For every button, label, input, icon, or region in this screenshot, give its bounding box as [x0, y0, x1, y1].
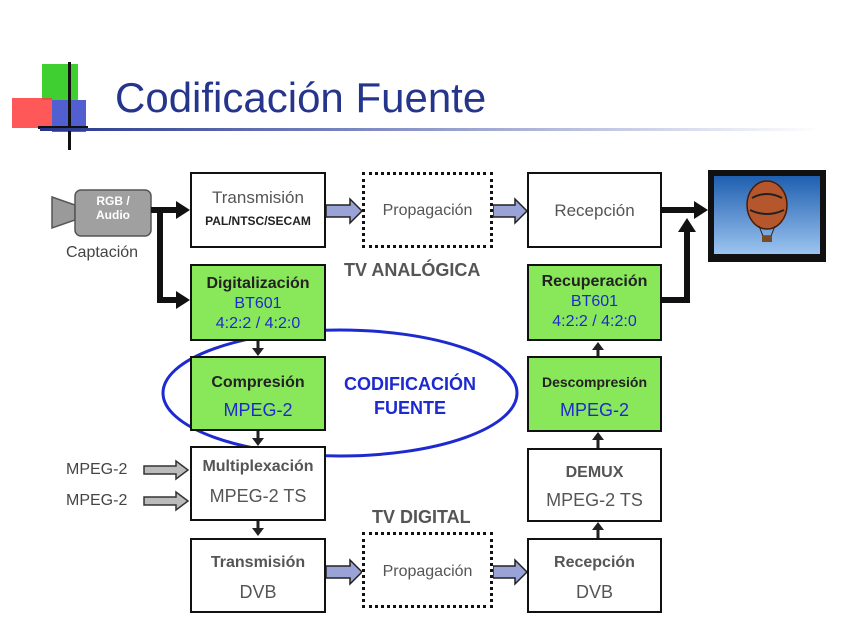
- highlight-line1: CODIFICACIÓN: [344, 374, 476, 394]
- digitalization-box: Digitalización BT601 4:2:2 / 4:2:0: [190, 264, 326, 341]
- digitalization-sampling: 4:2:2 / 4:2:0: [215, 315, 301, 332]
- title-underline: [40, 128, 820, 131]
- digital-tx-standard: DVB: [239, 582, 277, 602]
- multiplexing-format: MPEG-2 TS: [209, 486, 307, 506]
- digital-propagation-label: Propagación: [382, 563, 473, 580]
- camera-icon: [51, 189, 152, 237]
- analog-transmission-box: Transmisión PAL/NTSC/SECAM: [190, 172, 326, 248]
- decompression-box: Descompresión MPEG-2: [527, 356, 662, 432]
- recovery-standard: BT601: [570, 293, 619, 310]
- digital-section-label: TV DIGITAL: [372, 507, 471, 527]
- analog-section-label: TV ANALÓGICA: [344, 260, 481, 280]
- analog-propagation-label: Propagación: [382, 202, 473, 219]
- digitalization-standard: BT601: [234, 295, 282, 312]
- analog-tx-standards: PAL/NTSC/SECAM: [205, 214, 311, 228]
- digital-rx-title: Recepción: [554, 554, 635, 571]
- digital-tx-title: Transmisión: [210, 554, 306, 571]
- analog-propagation-box: Propagación: [362, 172, 493, 248]
- compression-title: Compresión: [211, 374, 305, 391]
- demux-format: MPEG-2 TS: [546, 490, 643, 510]
- mux-input-2: MPEG-2: [66, 492, 128, 509]
- recovery-title: Recuperación: [541, 273, 648, 290]
- tv-icon: [708, 170, 826, 262]
- highlight-label: CODIFICACIÓN FUENTE: [330, 372, 490, 420]
- highlight-ellipse: [161, 328, 519, 458]
- multiplexing-title: Multiplexación: [202, 458, 314, 475]
- demux-title: DEMUX: [565, 464, 624, 481]
- decompression-codec: MPEG-2: [559, 400, 629, 420]
- compression-codec: MPEG-2: [223, 400, 293, 420]
- compression-box: Compresión MPEG-2: [190, 356, 326, 431]
- digital-propagation-box: Propagación: [362, 532, 493, 608]
- page-title: Codificación Fuente: [115, 74, 487, 121]
- digitalization-title: Digitalización: [206, 275, 310, 292]
- mux-input-1: MPEG-2: [66, 461, 128, 478]
- analog-reception-box: Recepción: [527, 172, 662, 248]
- multiplexing-box: Multiplexación MPEG-2 TS: [190, 446, 326, 521]
- digital-rx-standard: DVB: [575, 582, 613, 602]
- digital-reception-box: Recepción DVB: [527, 538, 662, 613]
- highlight-line2: FUENTE: [374, 398, 446, 418]
- digital-transmission-box: Transmisión DVB: [190, 538, 326, 613]
- recovery-box: Recuperación BT601 4:2:2 / 4:2:0: [527, 264, 662, 341]
- camera-label: RGB / Audio: [96, 194, 130, 222]
- decompression-title: Descompresión: [541, 374, 648, 390]
- analog-reception-label: Recepción: [554, 201, 635, 220]
- analog-tx-title: Transmisión: [212, 188, 304, 207]
- recovery-sampling: 4:2:2 / 4:2:0: [552, 313, 637, 330]
- demux-box: DEMUX MPEG-2 TS: [527, 448, 662, 522]
- capture-label: Captación: [66, 244, 139, 261]
